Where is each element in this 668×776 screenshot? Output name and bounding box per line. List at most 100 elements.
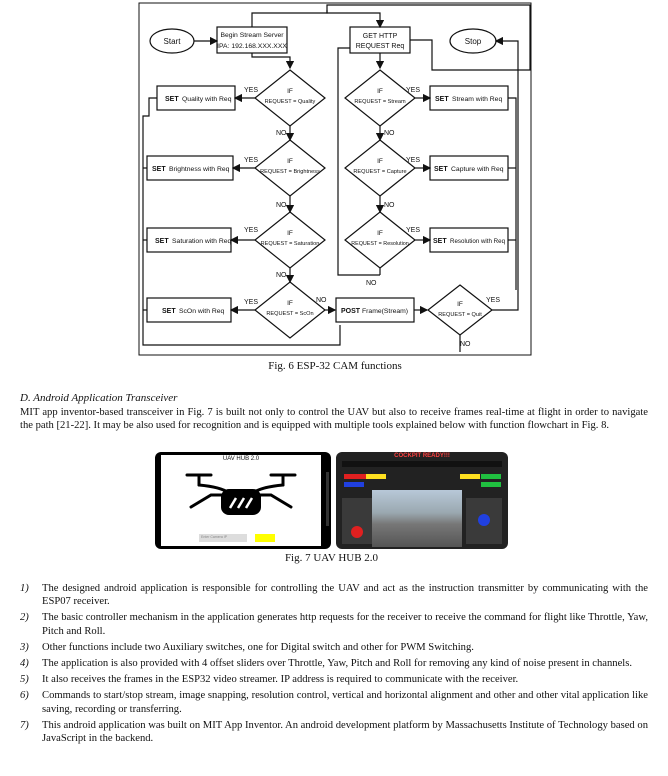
figure7-caption: Fig. 7 UAV HUB 2.0	[284, 552, 379, 564]
set-keyword: SET	[165, 96, 179, 103]
set-saturation-label: Saturation with Req	[172, 238, 232, 245]
if-label: IF	[457, 301, 463, 308]
esp32-cam-flowchart: Start Begin Stream Server IPA: 192.168.X…	[138, 2, 532, 356]
cond-resolution: REQUEST = Resolution	[351, 241, 409, 247]
yes-label: YES	[244, 87, 258, 94]
yes-label: YES	[244, 157, 258, 164]
throttle-slider[interactable]	[344, 474, 366, 479]
if-label: IF	[287, 158, 293, 165]
pitch-slider[interactable]	[481, 474, 501, 479]
yes-label: YES	[244, 299, 258, 306]
list-item: 1) The designed android application is re…	[20, 582, 648, 608]
item-text: Commands to start/stop stream, image sna…	[42, 690, 648, 715]
set-keyword: SET	[435, 96, 449, 103]
get-request-label: REQUEST Req	[356, 43, 405, 50]
post-frame-label: Frame(Stream)	[362, 308, 408, 315]
item-text: It also receives the frames in the ESP32…	[42, 674, 519, 686]
left-joystick[interactable]	[342, 498, 372, 544]
list-item: 7) This android application was built on …	[20, 719, 648, 745]
item-text: The designed android application is resp…	[42, 583, 648, 608]
list-item: 4) The application is also provided with …	[20, 657, 648, 670]
set-keyword: SET	[162, 308, 176, 315]
item-number: 3)	[20, 641, 29, 653]
if-label: IF	[287, 300, 293, 307]
set-brightness-label: Brightness with Req	[169, 166, 230, 173]
cond-scon: REQUEST = ScOn	[266, 311, 313, 317]
phone-nav-bar	[326, 472, 329, 526]
set-keyword: SET	[434, 166, 448, 173]
camera-ip-input[interactable]: Enter Camera IP	[199, 534, 247, 542]
set-scon-label: ScOn with Req	[179, 308, 225, 315]
app-home-screenshot: UAV HUB 2.0 Enter Camera IP	[155, 452, 331, 549]
yes-label: YES	[244, 227, 258, 234]
no-label: NO	[384, 130, 395, 137]
cond-stream: REQUEST = Stream	[354, 99, 406, 105]
set-capture-label: Capture with Req	[451, 166, 504, 173]
list-item: 5) It also receives the frames in the ESP…	[20, 673, 648, 686]
yes-label: YES	[406, 87, 420, 94]
camera-ip-placeholder: Enter Camera IP	[201, 535, 228, 539]
channel-status-bar	[342, 461, 502, 467]
item-number: 1)	[20, 583, 29, 594]
item-number: 6)	[20, 690, 29, 702]
no-label: NO	[316, 297, 327, 304]
section-paragraph: MIT app inventor-based transceiver in Fi…	[20, 407, 648, 432]
if-label: IF	[377, 230, 383, 237]
cond-quit: REQUEST = Quit	[438, 312, 482, 318]
set-keyword: SET	[433, 238, 447, 245]
figure6-caption: Fig. 6 ESP-32 CAM functions	[268, 360, 402, 372]
set-stream-label: Stream with Req	[452, 96, 502, 103]
no-label: NO	[276, 202, 287, 209]
yes-label: YES	[406, 157, 420, 164]
drone-icon	[185, 473, 297, 515]
item-number: 4)	[20, 658, 29, 670]
yes-label: YES	[406, 227, 420, 234]
item-text: This android application was built on MI…	[42, 719, 648, 745]
aux-slider[interactable]	[460, 474, 480, 479]
stop-label: Stop	[465, 37, 482, 46]
list-item: 3) Other functions include two Auxiliary …	[20, 641, 648, 654]
item-text: Other functions include two Auxiliary sw…	[42, 641, 474, 653]
item-text: The basic controller mechanism in the ap…	[42, 612, 648, 637]
list-item: 6) Commands to start/stop stream, image s…	[20, 689, 648, 715]
item-text: The application is also provided with 4 …	[42, 658, 633, 670]
begin-ip-label: IPA: 192.168.XXX.XXX	[217, 43, 287, 50]
cond-brightness: REQUEST = Brightness	[260, 169, 320, 175]
if-label: IF	[287, 230, 293, 237]
no-label: NO	[384, 202, 395, 209]
cond-quality: REQUEST = Quality	[265, 99, 316, 105]
cond-saturation: REQUEST = Saturation	[261, 241, 320, 247]
start-label: Start	[164, 37, 182, 46]
no-label: NO	[460, 341, 471, 348]
item-number: 7)	[20, 719, 29, 731]
section-heading: D. Android Application Transceiver	[20, 392, 178, 404]
if-label: IF	[377, 158, 383, 165]
feature-list: 1) The designed android application is re…	[20, 582, 648, 748]
item-number: 5)	[20, 674, 29, 686]
no-label: NO	[366, 280, 377, 287]
app-title: UAV HUB 2.0	[222, 456, 260, 462]
set-keyword: SET	[155, 238, 169, 245]
if-label: IF	[377, 88, 383, 95]
list-item: 2) The basic controller mechanism in the …	[20, 611, 648, 637]
aux-slider[interactable]	[366, 474, 386, 479]
set-quality-label: Quality with Req	[182, 96, 232, 103]
video-stream-view	[372, 490, 462, 547]
no-label: NO	[276, 130, 287, 137]
cockpit-title: COCKPIT READY!!!	[394, 453, 450, 459]
get-http-label: GET HTTP	[363, 33, 398, 40]
roll-slider[interactable]	[481, 482, 501, 487]
no-label: NO	[276, 272, 287, 279]
set-keyword: SET	[152, 166, 166, 173]
app-cockpit-screenshot: COCKPIT READY!!!	[336, 452, 508, 549]
yes-label: YES	[486, 297, 500, 304]
if-label: IF	[287, 88, 293, 95]
right-joystick[interactable]	[466, 498, 502, 544]
yaw-slider[interactable]	[344, 482, 364, 487]
set-resolution-label: Resolution with Req	[450, 238, 506, 245]
item-number: 2)	[20, 612, 29, 624]
cond-capture: REQUEST = Capture	[353, 169, 406, 175]
connect-button[interactable]	[255, 534, 275, 542]
begin-server-label: Begin Stream Server	[220, 32, 284, 39]
post-keyword: POST	[341, 308, 361, 315]
